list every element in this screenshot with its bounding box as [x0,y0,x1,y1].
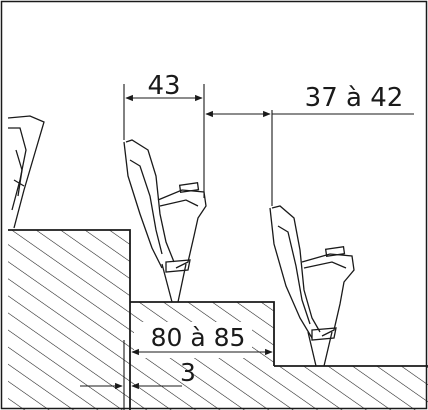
seat-middle [123,139,207,303]
offset-label: 3 [180,358,196,387]
tread-depth-label: 80 à 85 [151,323,246,352]
dimension-offset: 3 [80,340,196,410]
step-middle [130,301,275,410]
seat-width-label: 43 [147,71,180,101]
step-lower [274,365,428,410]
seat-left-partial [7,115,45,229]
seat-lower [269,205,355,367]
step-upper [8,229,131,410]
dimension-row-gap: 37 à 42 [205,83,414,206]
row-gap-label: 37 à 42 [305,83,404,113]
dimension-seat-width: 43 [123,71,205,198]
dimension-tread-depth: 80 à 85 [131,323,273,356]
